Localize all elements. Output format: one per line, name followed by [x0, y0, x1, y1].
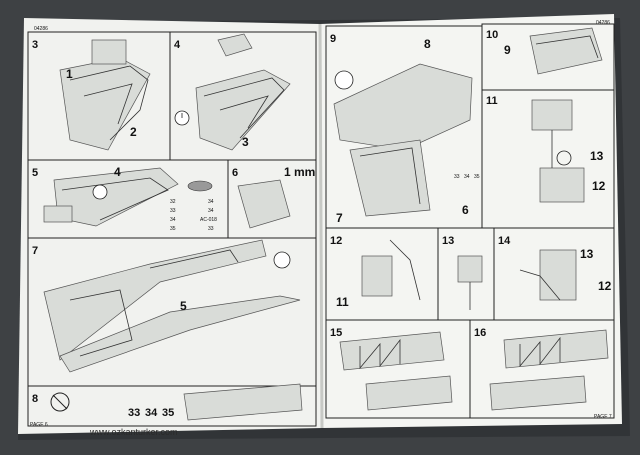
step-14: 14 13 12: [498, 235, 612, 301]
step-11-part-12: 12: [592, 179, 606, 193]
step-5-number: 5: [32, 167, 38, 179]
svg-text:33: 33: [208, 226, 214, 232]
step-9-decal-34: 34: [464, 174, 470, 180]
step-9-number: 9: [330, 33, 336, 45]
svg-text:34: 34: [208, 199, 214, 205]
svg-text:32: 32: [170, 199, 176, 205]
step-11-number: 11: [486, 95, 498, 107]
step-14-number: 14: [498, 235, 511, 247]
step-8-decal-35: 35: [162, 407, 174, 419]
svg-text:AC-018: AC-018: [200, 217, 217, 223]
step-3-part-1: 1: [66, 67, 73, 81]
step-11-part-13: 13: [590, 149, 604, 163]
page-number-bottom-left: PAGE 6: [30, 422, 48, 428]
step-9-decal-33: 33: [454, 174, 460, 180]
step-10-number: 10: [486, 29, 498, 41]
step-16-number: 16: [474, 327, 486, 339]
step-8-decal-33: 33: [128, 407, 140, 419]
page-number-bottom-right: PAGE 7: [594, 414, 612, 420]
step-3-part-2: 2: [130, 125, 137, 139]
paint-legend: 32 34 33 34 34 AC-018 35 33: [170, 199, 217, 232]
step-5: 5 4 32 34 33 34 34 AC-018 35 33: [32, 165, 217, 232]
svg-text:35: 35: [170, 226, 176, 232]
step-15-number: 15: [330, 327, 342, 339]
page-number-top-right: 04286: [596, 20, 610, 26]
step-7-part-5: 5: [180, 299, 187, 313]
step-9: 9 8 7 6 33 34 35: [330, 33, 480, 225]
page-number-top-left: 04286: [34, 26, 48, 32]
center-fold: [318, 23, 324, 429]
step-9-part-6: 6: [462, 203, 469, 217]
step-8: 8 33 34 35: [32, 383, 303, 421]
step-3-number: 3: [32, 39, 38, 51]
step-4-part-3: 3: [242, 135, 249, 149]
svg-text:34: 34: [170, 217, 176, 223]
step-5-part-4: 4: [114, 165, 121, 179]
step-11: 11 13 12: [486, 95, 606, 203]
step-13: 13: [442, 235, 483, 310]
step-10: 10 9: [486, 27, 603, 75]
step-9-part-7: 7: [336, 211, 343, 225]
svg-text:33: 33: [170, 208, 176, 214]
step-8-decal-34: 34: [145, 407, 158, 419]
step-9-part-8: 8: [424, 37, 431, 51]
step-3: 3 1 2: [32, 39, 151, 151]
no-glue-icon: [50, 392, 70, 412]
glue-clock-icon: [92, 184, 108, 200]
step-4-number: 4: [174, 39, 181, 51]
watermark-text: www.ozkanturker.com: [89, 427, 178, 437]
glue-clock-icon: [273, 251, 291, 269]
engine-part: [187, 180, 213, 192]
step-12-part-11: 11: [336, 295, 349, 309]
step-9-decal-35: 35: [474, 174, 480, 180]
svg-text:34: 34: [208, 208, 214, 214]
step-12-number: 12: [330, 235, 342, 247]
no-glue-icon: [556, 150, 572, 166]
step-4: 4 3: [174, 33, 291, 151]
step-6-number: 6: [232, 167, 238, 179]
step-14-part-12: 12: [598, 279, 612, 293]
step-7-number: 7: [32, 245, 38, 257]
step-6-note: 1 mm: [284, 165, 315, 179]
left-page-grid: [27, 31, 317, 427]
right-page-grid: [325, 23, 615, 419]
step-10-part-9: 9: [504, 43, 511, 57]
step-6: 6 1 mm: [232, 165, 315, 229]
step-16: 16: [474, 327, 609, 411]
step-8-number: 8: [32, 393, 38, 405]
step-14-part-13: 13: [580, 247, 594, 261]
glue-clock-icon: [334, 70, 354, 90]
step-15: 15: [330, 327, 453, 411]
step-7: 7 5: [32, 239, 301, 373]
step-12: 12 11: [330, 235, 421, 309]
step-13-number: 13: [442, 235, 454, 247]
